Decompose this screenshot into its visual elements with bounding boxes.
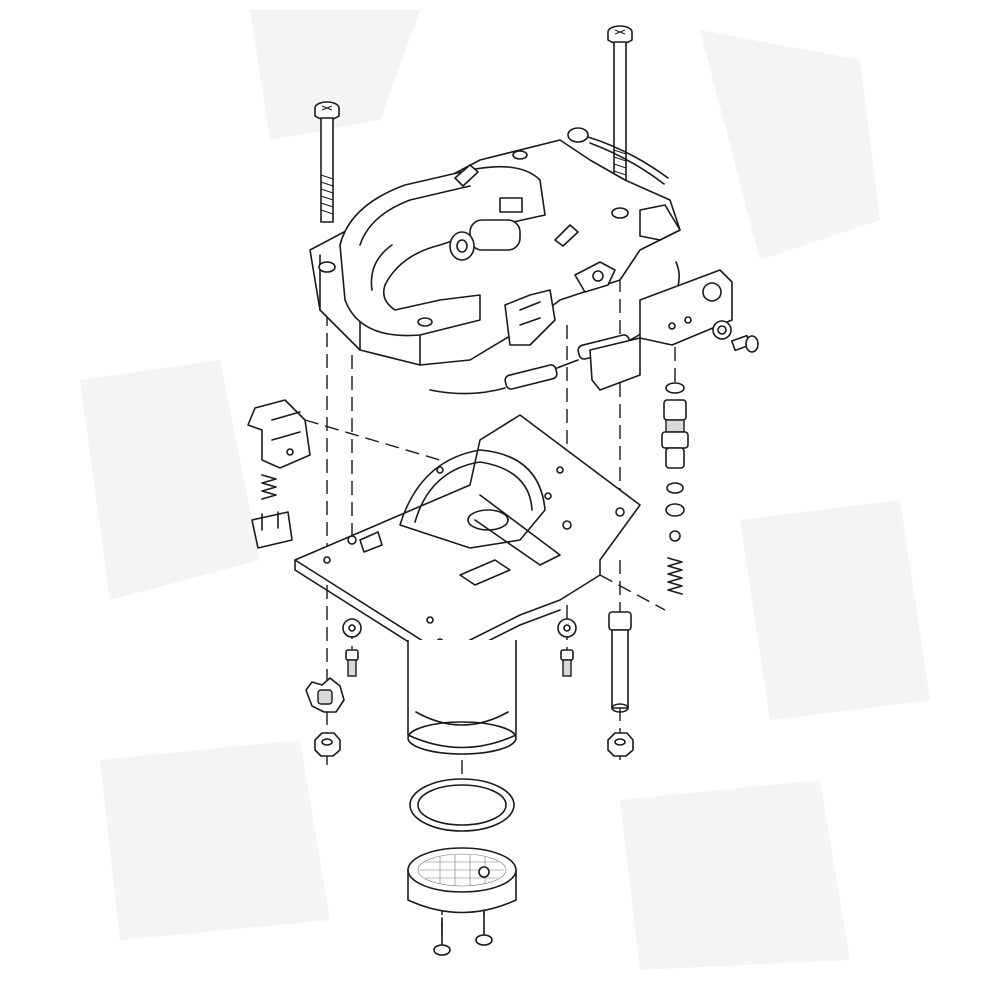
hex-nut — [314, 732, 634, 757]
background-patches — [80, 10, 930, 970]
gasket-ring — [409, 778, 515, 832]
small-clip — [251, 511, 293, 549]
bottom-screw — [433, 909, 493, 956]
spring — [667, 557, 683, 595]
coupling — [305, 611, 632, 713]
strainer-cup — [407, 847, 517, 914]
motor-canister — [407, 640, 517, 755]
mounting-bracket — [589, 269, 733, 391]
screw — [345, 649, 574, 677]
star-washer — [342, 618, 577, 638]
small-screw — [730, 334, 759, 353]
star-washer — [712, 320, 732, 340]
valve-stem-assembly — [661, 382, 689, 542]
spring — [261, 474, 277, 500]
long-screw-right — [607, 25, 633, 193]
upper-housing — [309, 127, 681, 366]
left-clip-bracket — [247, 399, 311, 469]
mounting-plate — [294, 414, 641, 666]
long-screw-left — [314, 101, 340, 223]
